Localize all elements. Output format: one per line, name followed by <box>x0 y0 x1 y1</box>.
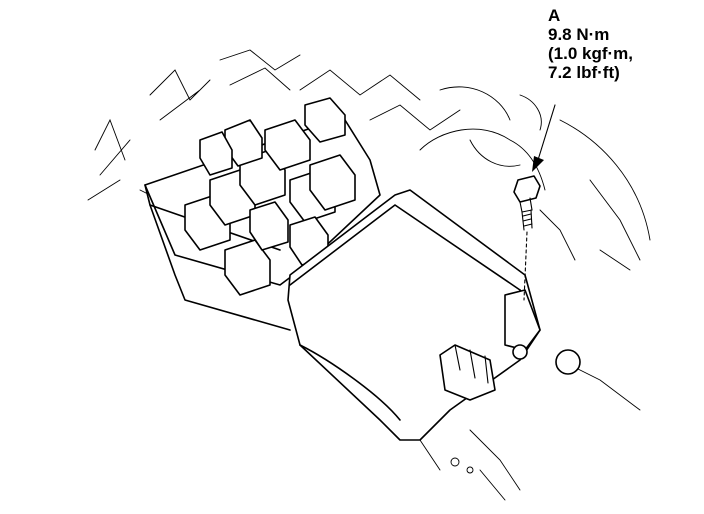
callout-leader <box>523 104 556 301</box>
torque-callout: A 9.8 N·m (1.0 kgf·m, 7.2 lbf·ft) <box>548 6 698 82</box>
fuse-box-cover <box>287 189 581 441</box>
callout-letter: A <box>548 6 561 25</box>
torque-kgf: (1.0 kgf·m, <box>548 44 634 63</box>
bolt-icon <box>513 175 541 231</box>
torque-lbf: 7.2 lbf·ft) <box>548 63 620 82</box>
engine-bay-sketch <box>87 49 651 501</box>
torque-nm: 9.8 N·m <box>548 25 610 44</box>
relay-blocks <box>184 97 356 296</box>
